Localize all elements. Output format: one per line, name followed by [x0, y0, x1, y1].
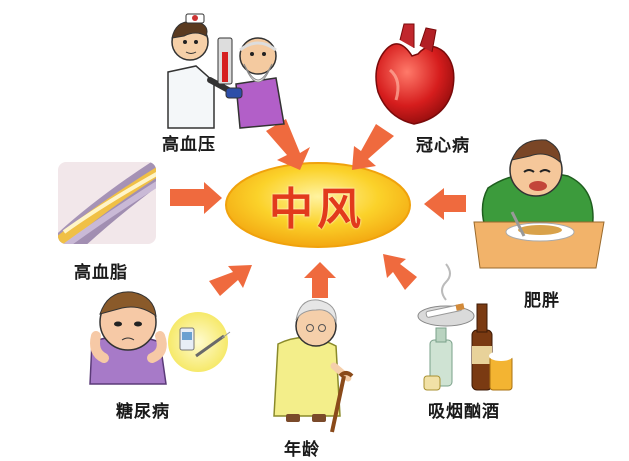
arrow-from-smoking	[383, 254, 417, 290]
center-label-stroke: 中风	[269, 184, 365, 235]
arrow-from-obesity	[424, 188, 466, 220]
heart-icon	[375, 23, 455, 125]
label-obesity: 肥胖	[524, 291, 560, 311]
doctor-measuring-blood-pressure-icon	[167, 13, 285, 129]
label-hypertension: 高血压	[162, 135, 216, 155]
cigarettes-and-bottles-icon	[417, 263, 513, 391]
arrow-from-coronary	[352, 124, 394, 170]
label-hyperlipidemia: 高血脂	[74, 263, 128, 283]
clogged-artery-icon	[58, 162, 156, 244]
arrow-from-diabetes	[209, 265, 252, 296]
sick-child-with-syringe-icon	[89, 291, 231, 385]
label-smoking-drinking: 吸烟酗酒	[428, 402, 500, 422]
center-ellipse	[225, 162, 411, 248]
arrow-from-hypertension	[266, 119, 310, 170]
label-diabetes: 糖尿病	[116, 402, 170, 422]
label-coronary-heart-disease: 冠心病	[416, 136, 470, 156]
overweight-man-eating-icon	[473, 139, 605, 269]
arrows	[170, 119, 466, 298]
elderly-woman-with-cane-icon	[273, 299, 354, 433]
label-age: 年龄	[284, 440, 320, 460]
arrow-from-age	[304, 262, 336, 298]
arrow-from-hyperlipidemia	[170, 182, 222, 214]
